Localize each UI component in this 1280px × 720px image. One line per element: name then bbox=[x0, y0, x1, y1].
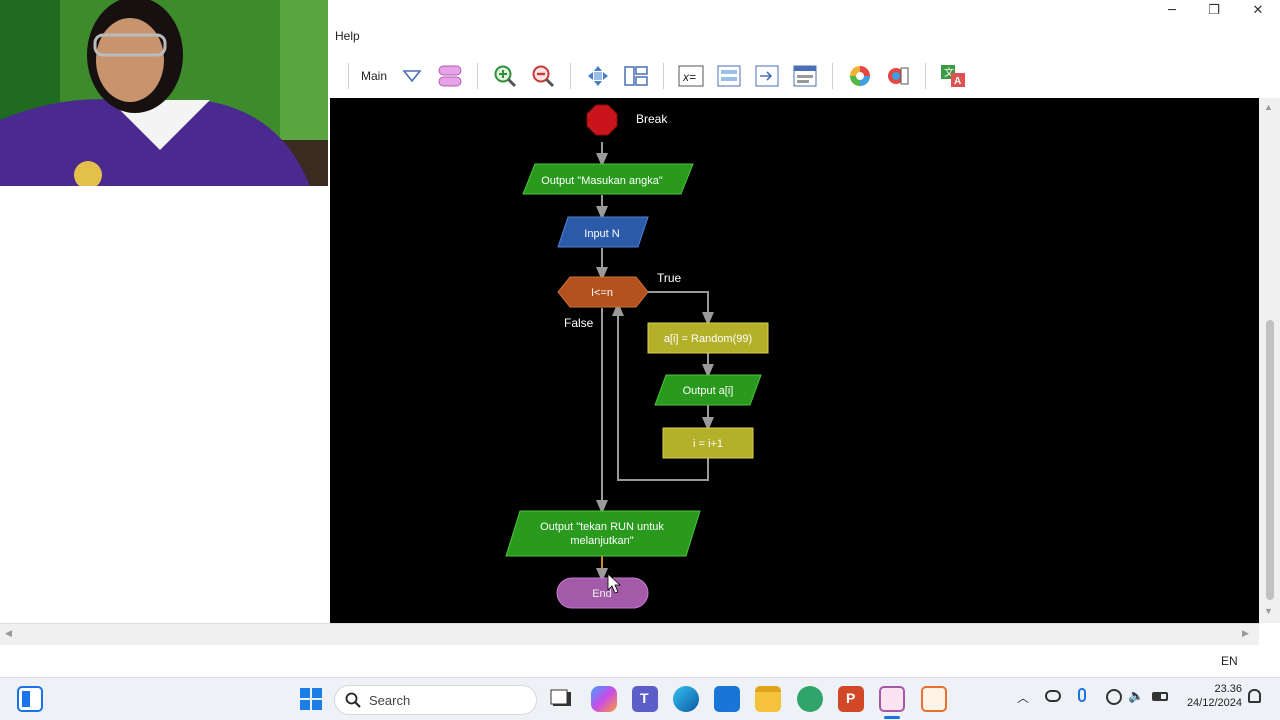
false-label: False bbox=[564, 316, 594, 330]
network-icon[interactable] bbox=[1106, 689, 1122, 705]
output-node-masukan[interactable] bbox=[522, 163, 694, 195]
flowchart-diagram: Break Output "Masukan angka" Input N I<=… bbox=[505, 104, 769, 609]
webcam-overlay bbox=[0, 0, 328, 186]
watch-window-icon[interactable] bbox=[714, 61, 744, 91]
fit-view-icon[interactable] bbox=[583, 61, 613, 91]
layout-icon[interactable] bbox=[621, 61, 651, 91]
output-node-tekan-run-line2: melanjutkan" bbox=[570, 535, 633, 547]
toolbar-separator bbox=[570, 63, 572, 89]
widgets-icon[interactable] bbox=[17, 686, 43, 712]
increment-node[interactable] bbox=[662, 427, 754, 459]
search-icon bbox=[345, 692, 361, 708]
microphone-icon[interactable] bbox=[1078, 688, 1086, 702]
mouse-cursor bbox=[607, 573, 622, 594]
toolbar-separator bbox=[925, 63, 927, 89]
assign-node-label: a[i] = Random(99) bbox=[664, 333, 752, 345]
toolbar-separator bbox=[663, 63, 665, 89]
search-placeholder: Search bbox=[369, 692, 411, 708]
output-node-tekan-run-line1: Output "tekan RUN untuk bbox=[540, 521, 664, 533]
toolbar-separator bbox=[477, 63, 479, 89]
clock[interactable]: 23.36 24/12/2024 bbox=[1182, 683, 1242, 709]
color-palette-icon[interactable] bbox=[845, 61, 875, 91]
output-node-ai[interactable] bbox=[654, 374, 762, 406]
copilot-icon[interactable] bbox=[591, 686, 617, 712]
scroll-down-arrow[interactable]: ▼ bbox=[1264, 606, 1273, 616]
close-button[interactable]: ✕ bbox=[1252, 2, 1264, 18]
svg-text:文: 文 bbox=[944, 66, 954, 79]
menu-bar: Help bbox=[330, 24, 365, 48]
search-app-icon[interactable] bbox=[797, 686, 823, 712]
assign-node[interactable] bbox=[647, 322, 769, 354]
output-node-tekan-run[interactable] bbox=[505, 510, 701, 557]
subchart-icon[interactable] bbox=[435, 61, 465, 91]
clock-time: 23.36 bbox=[1214, 683, 1242, 695]
break-label: Break bbox=[636, 112, 668, 126]
language-indicator: EN bbox=[1221, 654, 1238, 668]
condition-node[interactable] bbox=[557, 276, 649, 308]
end-node-label: End bbox=[592, 588, 612, 600]
true-label: True bbox=[657, 271, 682, 285]
clock-date: 24/12/2024 bbox=[1186, 697, 1242, 709]
status-bar: EN bbox=[0, 645, 1280, 677]
scroll-left-arrow[interactable]: ◀ bbox=[5, 628, 12, 638]
condition-node-label: I<=n bbox=[591, 287, 613, 299]
increment-node-label: i = i+1 bbox=[693, 438, 723, 450]
vertical-scroll-thumb[interactable] bbox=[1266, 320, 1274, 600]
zoom-in-icon[interactable] bbox=[490, 61, 520, 91]
console-icon[interactable] bbox=[752, 61, 782, 91]
scroll-right-arrow[interactable]: ▶ bbox=[1242, 628, 1249, 638]
flowgorithm-icon[interactable] bbox=[879, 686, 905, 712]
battery-icon[interactable] bbox=[1152, 692, 1168, 701]
variables-icon[interactable]: x= bbox=[676, 61, 706, 91]
output-window-icon[interactable] bbox=[790, 61, 820, 91]
output-node-masukan-label: Output "Masukan angka" bbox=[541, 175, 663, 187]
start-icon[interactable] bbox=[298, 686, 324, 712]
connectors bbox=[596, 142, 714, 582]
vertical-scrollbar[interactable]: ▲ ▼ bbox=[1259, 98, 1280, 623]
active-app-indicator bbox=[884, 716, 900, 719]
horizontal-scrollbar[interactable]: ◀ ▶ bbox=[0, 623, 1259, 645]
menu-help[interactable]: Help bbox=[335, 29, 360, 43]
webcam-image bbox=[0, 0, 328, 186]
svg-text:x=: x= bbox=[682, 70, 696, 84]
taskbar: Search T P ︿ 🔈 23.36 24/12/2024 bbox=[0, 677, 1280, 720]
snipping-tool-icon[interactable] bbox=[921, 686, 947, 712]
notification-bell-icon[interactable] bbox=[1248, 689, 1261, 703]
svg-text:A: A bbox=[954, 76, 961, 87]
style-icon[interactable] bbox=[883, 61, 913, 91]
teams-icon[interactable]: T bbox=[632, 686, 658, 712]
show-hidden-icons[interactable]: ︿ bbox=[1017, 691, 1030, 705]
input-node-label: Input N bbox=[584, 228, 620, 240]
zoom-out-icon[interactable] bbox=[528, 61, 558, 91]
volume-icon[interactable]: 🔈 bbox=[1128, 688, 1145, 703]
toolbar-separator bbox=[348, 63, 349, 89]
task-view-icon[interactable] bbox=[549, 686, 575, 712]
restore-button[interactable]: ❐ bbox=[1208, 2, 1220, 18]
edge-icon[interactable] bbox=[673, 686, 699, 712]
file-explorer-icon[interactable] bbox=[755, 686, 781, 712]
cloud-icon[interactable] bbox=[1045, 690, 1061, 702]
toolbar-separator bbox=[832, 63, 834, 89]
minimize-button[interactable]: ─ bbox=[1168, 2, 1176, 18]
dropdown-icon[interactable] bbox=[397, 61, 427, 91]
break-node[interactable] bbox=[586, 104, 618, 136]
flowchart-canvas[interactable]: Break Output "Masukan angka" Input N I<=… bbox=[330, 98, 1259, 623]
output-node-ai-label: Output a[i] bbox=[683, 385, 734, 397]
input-node[interactable] bbox=[557, 216, 649, 248]
store-icon[interactable] bbox=[714, 686, 740, 712]
taskbar-search[interactable]: Search bbox=[334, 685, 537, 715]
scroll-up-arrow[interactable]: ▲ bbox=[1264, 102, 1273, 112]
end-node[interactable] bbox=[556, 577, 649, 609]
powerpoint-icon[interactable]: P bbox=[838, 686, 864, 712]
main-label: Main bbox=[361, 69, 388, 83]
